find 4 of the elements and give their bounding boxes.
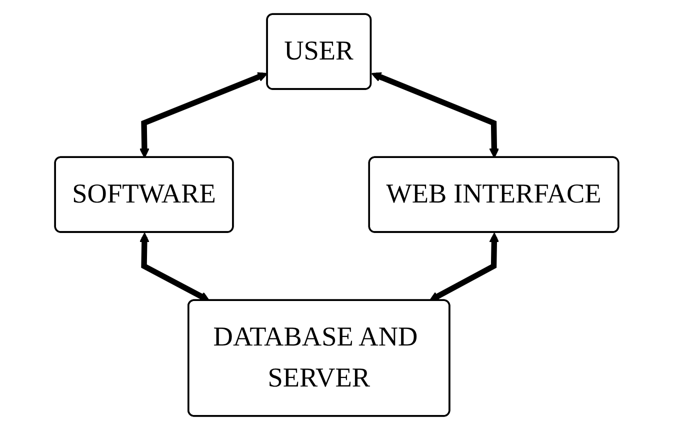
process-box: SOFTWARE	[54, 156, 234, 233]
process-box: USER	[266, 13, 372, 90]
process-box: WEB INTERFACE	[368, 156, 620, 233]
process-box: DATABASE AND SERVER	[188, 299, 451, 417]
